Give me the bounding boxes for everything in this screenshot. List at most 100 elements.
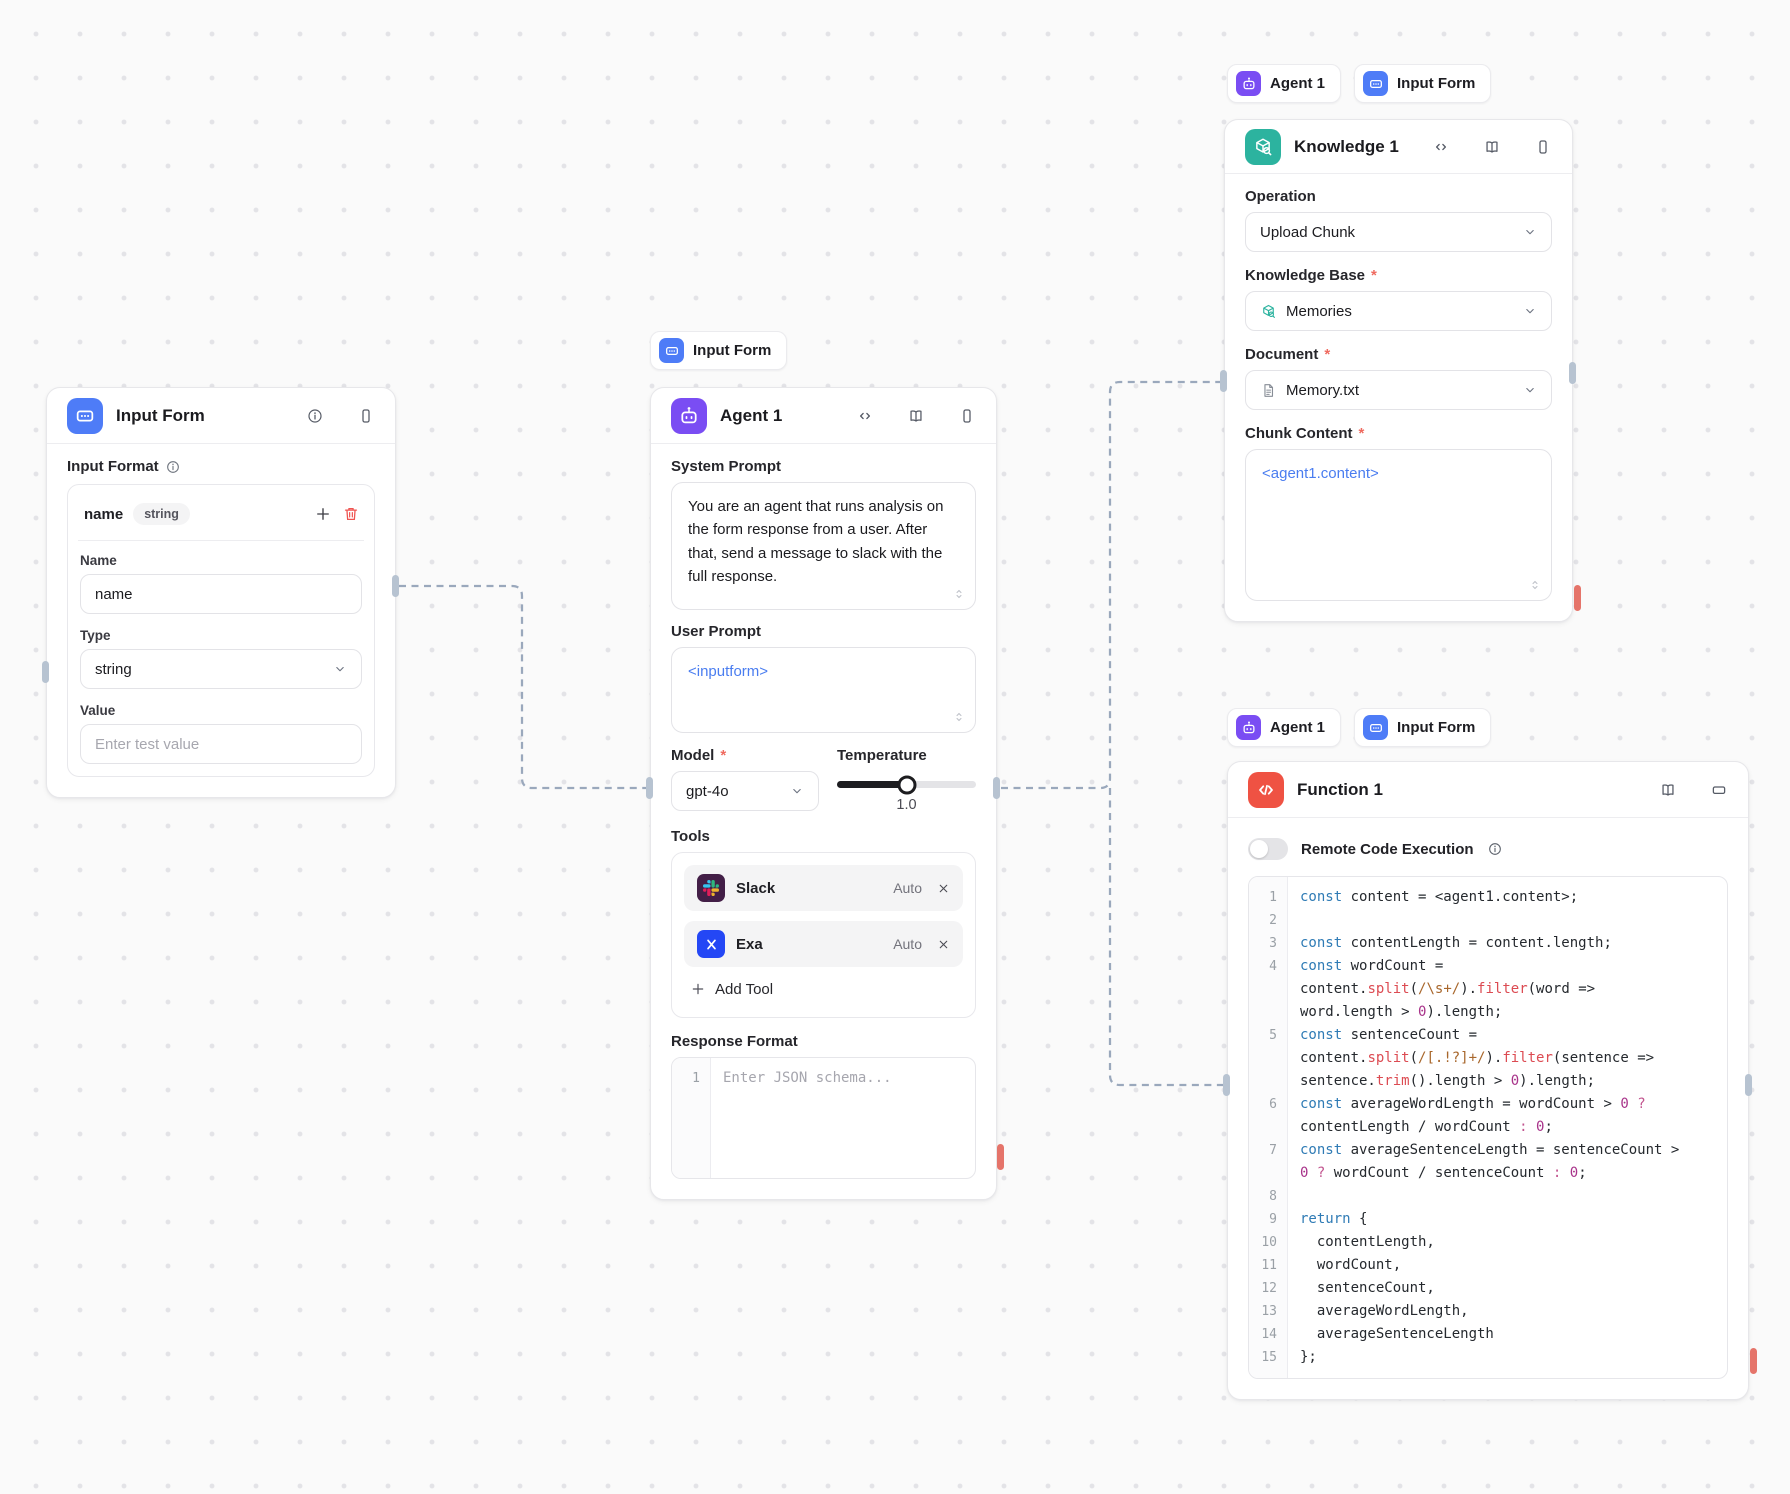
code-line: 4 const wordCount = content.split(/\s+/)… — [1249, 955, 1727, 1024]
knowledge-base-select[interactable]: Memories — [1245, 291, 1552, 331]
info-icon[interactable] — [1487, 841, 1503, 857]
agent-node[interactable]: Agent 1 System Prompt You are an agent t… — [650, 387, 997, 1200]
add-tool-button[interactable]: Add Tool — [684, 973, 963, 1005]
agent-icon — [671, 397, 707, 434]
tool-row: Slack Auto — [684, 865, 963, 911]
remote-code-label: Remote Code Execution — [1301, 840, 1474, 858]
book-icon[interactable] — [1483, 138, 1501, 156]
phone-icon[interactable] — [1534, 138, 1552, 156]
node-chip[interactable]: Agent 1 — [1227, 64, 1342, 103]
handle-function-output-red[interactable] — [1750, 1348, 1757, 1374]
handle-knowledge-output-red[interactable] — [1574, 585, 1581, 611]
user-prompt-token: <inputform> — [688, 663, 769, 680]
chip-group-above-function: Agent 1 Input Form — [1227, 708, 1492, 747]
chunk-content-token: <agent1.content> — [1262, 465, 1379, 482]
line-number: 12 — [1261, 1281, 1277, 1296]
resize-handle-icon[interactable] — [953, 587, 965, 601]
phone-icon[interactable] — [357, 407, 375, 425]
handle-knowledge-left[interactable] — [1220, 370, 1227, 392]
name-label: Name — [80, 553, 117, 568]
node-chip[interactable]: Input Form — [1354, 708, 1492, 747]
code-text: wordCount, — [1300, 1257, 1402, 1273]
handle-function-left[interactable] — [1223, 1074, 1230, 1096]
code-line: 6 const averageWordLength = wordCount > … — [1249, 1093, 1727, 1139]
code-icon[interactable] — [1432, 138, 1450, 156]
handle-inputform-left[interactable] — [42, 661, 49, 683]
node-title: Knowledge 1 — [1294, 136, 1399, 156]
function-node-header: Function 1 — [1228, 762, 1748, 818]
info-icon[interactable] — [165, 459, 181, 475]
knowledge-node[interactable]: Knowledge 1 Operation Upload Chunk Knowl… — [1224, 119, 1573, 622]
chunk-content-textarea[interactable]: <agent1.content> — [1245, 449, 1552, 601]
resize-handle-icon[interactable] — [953, 710, 965, 724]
code-text: }; — [1300, 1349, 1317, 1365]
code-icon[interactable] — [856, 407, 874, 425]
type-select[interactable]: string — [80, 649, 362, 689]
document-label: Document — [1245, 346, 1319, 363]
input-form-icon — [67, 397, 103, 434]
add-field-icon[interactable] — [314, 505, 332, 523]
exa-icon — [697, 930, 725, 958]
type-value: string — [95, 660, 132, 678]
remove-tool-icon[interactable] — [937, 882, 950, 895]
name-input[interactable] — [80, 574, 362, 614]
system-prompt-textarea[interactable]: You are an agent that runs analysis on t… — [671, 482, 976, 610]
code-line: 7 const averageSentenceLength = sentence… — [1249, 1139, 1727, 1185]
document-select[interactable]: Memory.txt — [1245, 370, 1552, 410]
code-line: 1 const content = <agent1.content>; — [1249, 886, 1727, 909]
model-select[interactable]: gpt-4o — [671, 771, 819, 811]
user-prompt-textarea[interactable]: <inputform> — [671, 647, 976, 733]
operation-value: Upload Chunk — [1260, 223, 1356, 241]
document-icon — [1260, 382, 1277, 399]
phone-icon[interactable] — [958, 407, 976, 425]
line-number: 15 — [1261, 1350, 1277, 1365]
resize-handle-icon[interactable] — [1529, 578, 1541, 592]
code-line: 13 averageWordLength, — [1249, 1300, 1727, 1323]
slider-knob[interactable] — [897, 775, 916, 794]
line-number: 14 — [1261, 1327, 1277, 1342]
test-value-input[interactable] — [80, 724, 362, 764]
info-icon[interactable] — [306, 407, 324, 425]
operation-label: Operation — [1245, 188, 1316, 205]
book-icon[interactable] — [907, 407, 925, 425]
wire-agent-to-knowledge — [1001, 380, 1220, 790]
node-title: Agent 1 — [720, 405, 783, 425]
node-chip[interactable]: Input Form — [650, 331, 788, 370]
line-number: 1 — [692, 1071, 700, 1086]
delete-field-icon[interactable] — [342, 505, 360, 523]
add-tool-label: Add Tool — [715, 980, 774, 998]
panel-icon[interactable] — [1710, 781, 1728, 799]
remove-tool-icon[interactable] — [937, 938, 950, 951]
code-text: const averageSentenceLength = sentenceCo… — [1300, 1142, 1688, 1181]
remote-code-toggle[interactable] — [1248, 838, 1288, 860]
tool-mode-label[interactable]: Auto — [893, 936, 922, 952]
response-format-editor[interactable]: 1 Enter JSON schema... — [671, 1057, 976, 1179]
function-node[interactable]: Function 1 Remote Code Execution 1 const… — [1227, 761, 1749, 1400]
tool-mode-label[interactable]: Auto — [893, 880, 922, 896]
node-chip[interactable]: Agent 1 — [1227, 708, 1342, 747]
function-code-editor[interactable]: 1 const content = <agent1.content>; 2 3 … — [1248, 876, 1728, 1379]
handle-inputform-right[interactable] — [392, 575, 399, 597]
code-text: const wordCount = content.split(/\s+/).f… — [1300, 958, 1604, 1020]
node-chip[interactable]: Input Form — [1354, 64, 1492, 103]
temperature-slider[interactable] — [837, 775, 976, 794]
handle-agent-output-red[interactable] — [997, 1144, 1004, 1170]
line-number: 10 — [1261, 1235, 1277, 1250]
required-asterisk: * — [1324, 346, 1331, 363]
wire-inputform-to-agent — [399, 584, 646, 790]
handle-knowledge-right[interactable] — [1569, 362, 1576, 384]
input-form-icon — [1363, 715, 1389, 740]
system-prompt-label: System Prompt — [671, 458, 782, 475]
operation-select[interactable]: Upload Chunk — [1245, 212, 1552, 252]
handle-agent-right[interactable] — [993, 777, 1000, 799]
handle-agent-left[interactable] — [646, 777, 653, 799]
handle-function-right[interactable] — [1745, 1074, 1752, 1096]
required-asterisk: * — [1371, 267, 1377, 284]
line-number: 7 — [1269, 1143, 1277, 1158]
type-label: Type — [80, 628, 111, 643]
book-icon[interactable] — [1659, 781, 1677, 799]
input-form-node[interactable]: Input Form Input Format name string Name — [46, 387, 396, 798]
tool-row: Exa Auto — [684, 921, 963, 967]
knowledge-node-header: Knowledge 1 — [1225, 120, 1572, 174]
